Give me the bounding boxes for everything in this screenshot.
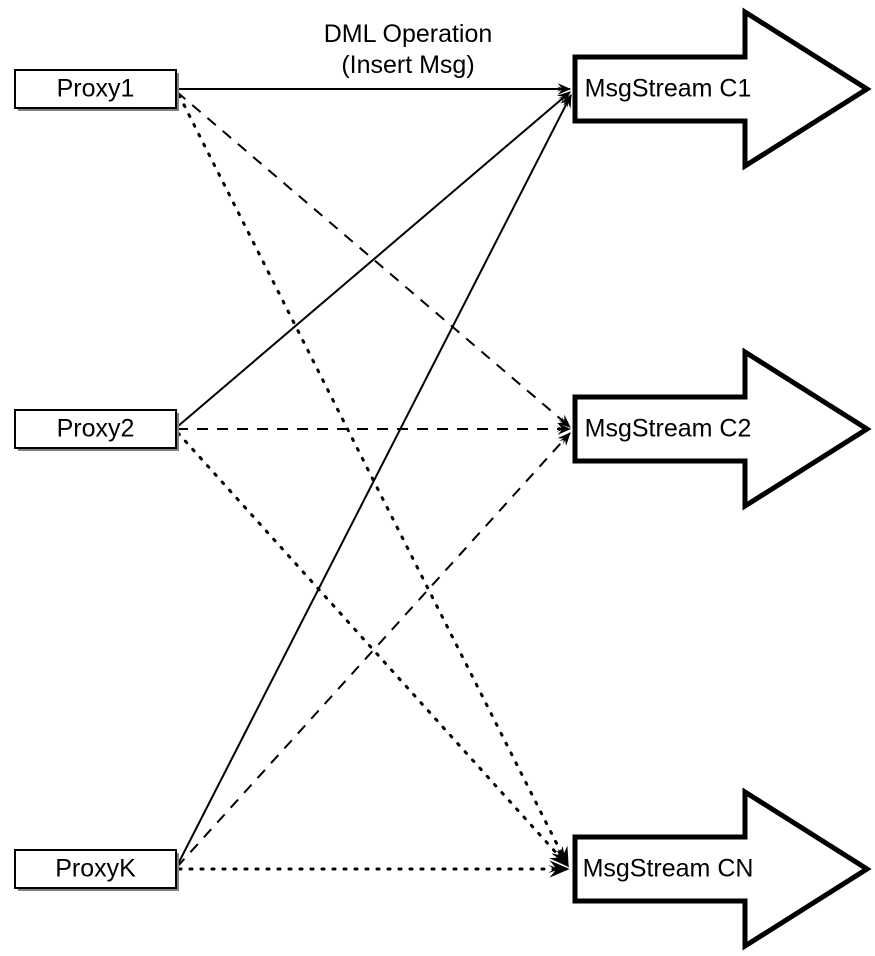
edge-proxyk-to-stream-c2[interactable] (176, 432, 571, 868)
edge-proxy2-to-stream-c1[interactable] (176, 91, 571, 428)
target-node-layer: MsgStream C1 MsgStream C2 MsgStream CN (572, 7, 872, 951)
node-proxy1[interactable]: Proxy1 (14, 69, 179, 111)
node-stream-c2-label: MsgStream C2 (585, 415, 752, 443)
edge-caption: DML Operation (Insert Msg) (324, 20, 493, 79)
node-proxy2-label: Proxy2 (57, 415, 135, 443)
edge-layer (176, 83, 572, 878)
edge-caption-line-2: (Insert Msg) (341, 51, 474, 79)
node-stream-cn[interactable]: MsgStream CN (572, 787, 872, 951)
node-proxyk-label: ProxyK (55, 855, 136, 883)
node-stream-c1-label: MsgStream C1 (585, 75, 752, 103)
source-node-layer: Proxy1 Proxy2 ProxyK (14, 69, 179, 891)
block-arrow-cn-icon[interactable] (572, 787, 872, 951)
edge-caption-line-1: DML Operation (324, 20, 493, 48)
block-arrow-c1-icon[interactable] (572, 7, 872, 171)
edge-proxy1-to-stream-c2[interactable] (176, 91, 571, 428)
node-stream-c2[interactable]: MsgStream C2 (572, 347, 872, 511)
node-proxyk[interactable]: ProxyK (14, 849, 179, 891)
edge-proxyk-to-stream-c1[interactable] (176, 94, 572, 867)
block-arrow-c2-icon[interactable] (572, 347, 872, 511)
node-proxy1-box[interactable] (14, 69, 177, 109)
node-stream-c1[interactable]: MsgStream C1 (572, 7, 872, 171)
edge-proxy2-to-stream-cn[interactable] (176, 431, 570, 868)
node-proxy2[interactable]: Proxy2 (14, 409, 179, 451)
node-proxy2-box[interactable] (14, 409, 177, 449)
node-proxy1-label: Proxy1 (57, 75, 135, 103)
node-proxyk-box[interactable] (14, 849, 177, 889)
node-stream-cn-label: MsgStream CN (583, 855, 754, 883)
